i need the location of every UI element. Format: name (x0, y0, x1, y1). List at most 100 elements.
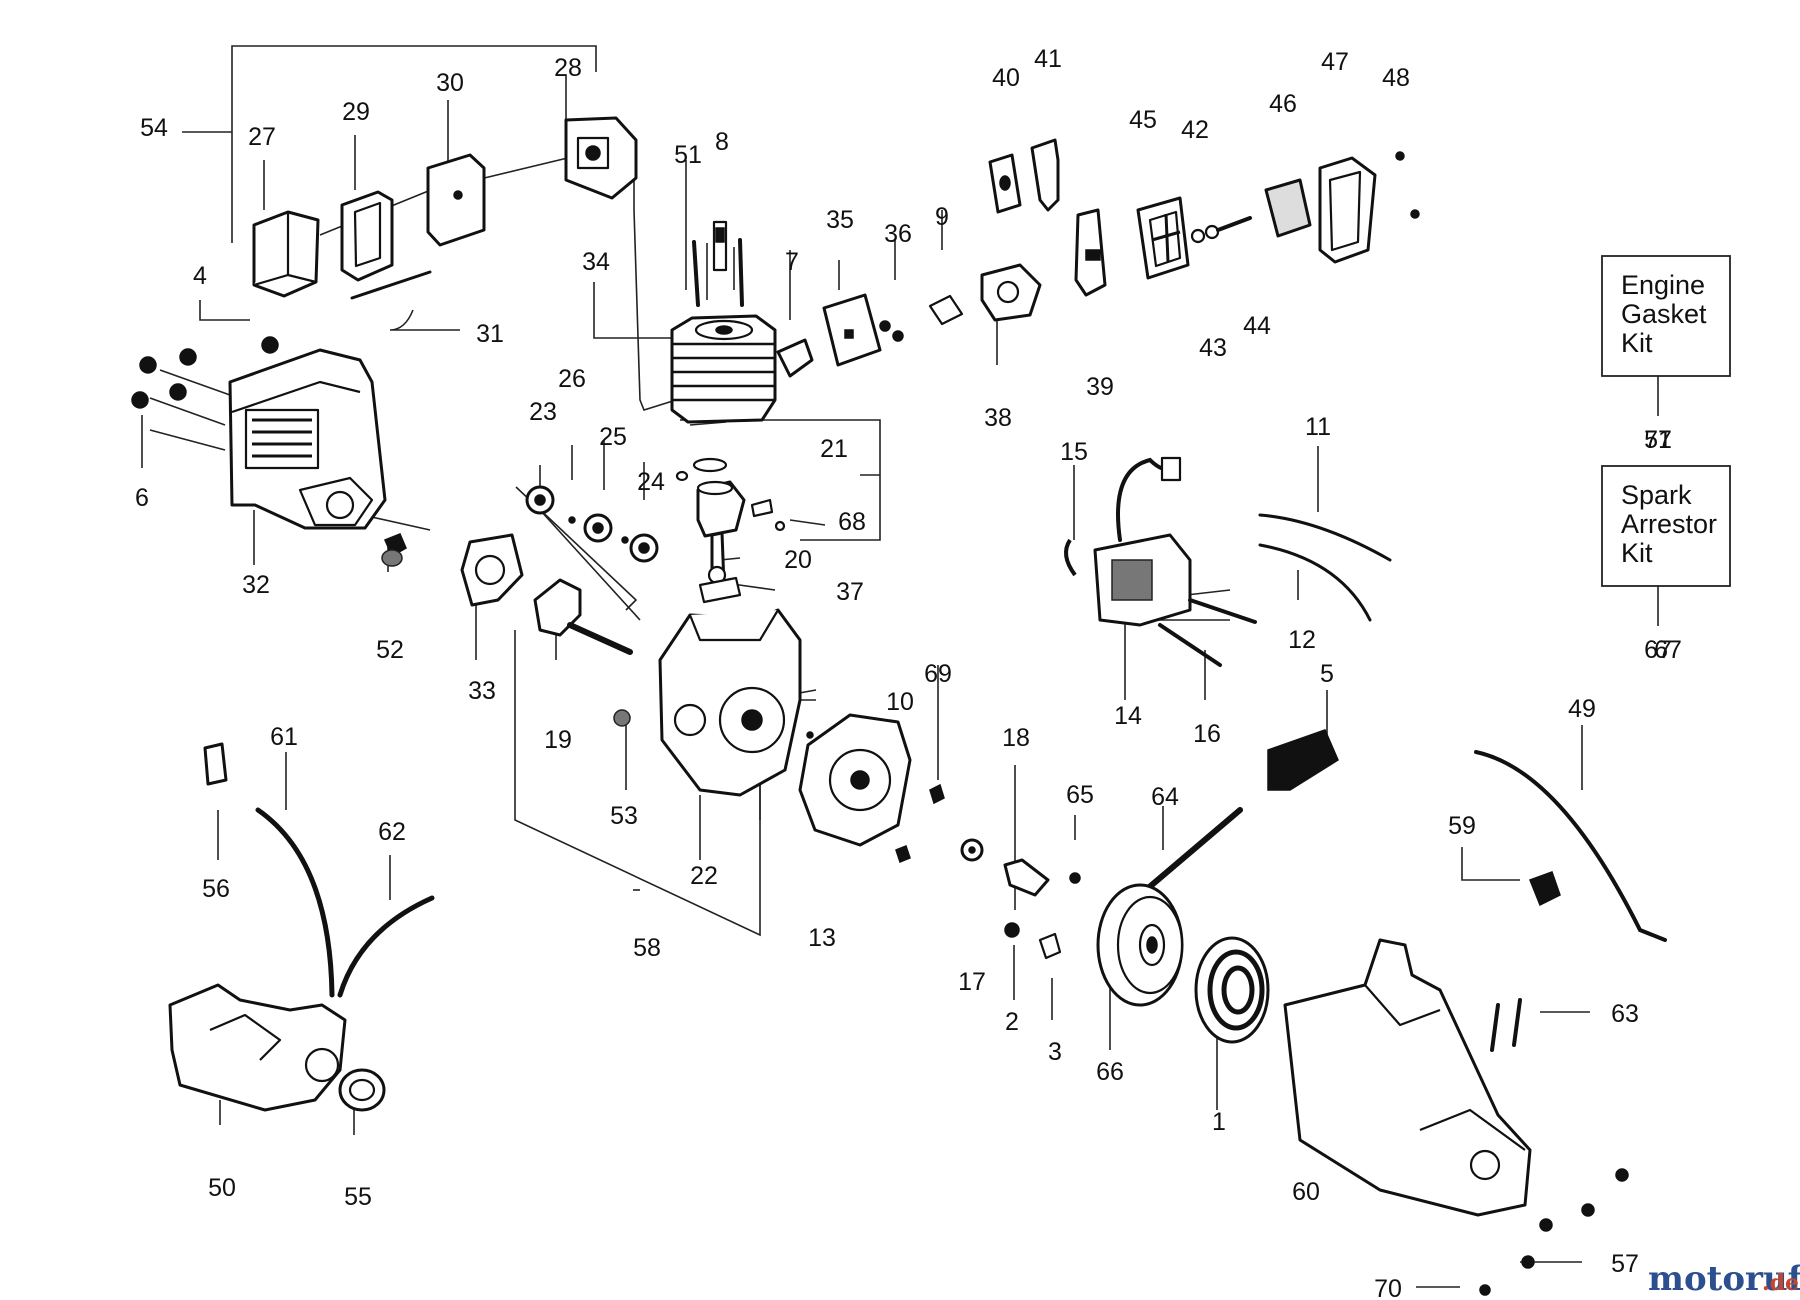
part-label: 67 (1654, 636, 1682, 664)
part-label: 50 (208, 1174, 236, 1202)
part-label: 19 (544, 726, 572, 754)
part-label: 70 (1374, 1275, 1402, 1300)
part-label: 44 (1243, 312, 1271, 340)
fuel-cap-part (338, 1068, 386, 1112)
arrestor-kit-line3: Kit (1621, 538, 1653, 568)
part-label: 25 (599, 423, 627, 451)
part-label: 14 (1114, 702, 1142, 730)
part-label: 18 (1002, 724, 1030, 752)
part-label: 41 (1034, 45, 1062, 73)
part-label: 16 (1193, 720, 1221, 748)
part-label: 32 (242, 571, 270, 599)
part-label: 29 (342, 98, 370, 126)
part-label: 21 (820, 435, 848, 463)
air-box-gasket-part (426, 153, 486, 247)
part-label: 7 (785, 248, 799, 276)
piston-part (696, 480, 746, 538)
part-label: 63 (1611, 1000, 1639, 1028)
kit-number-label: 67 (1644, 636, 1672, 664)
part-label: 49 (1568, 695, 1596, 723)
part-label: 48 (1382, 64, 1410, 92)
part-label: 8 (715, 128, 729, 156)
gasket-kit-line3: Kit (1621, 328, 1653, 358)
cylinder-part (670, 314, 777, 424)
part-label: 65 (1066, 781, 1094, 809)
part-label: 5 (1320, 660, 1334, 688)
part-label: 38 (984, 404, 1012, 432)
gasket-kit-line2: Gasket (1621, 299, 1707, 329)
starter-housing-part (1283, 938, 1532, 1217)
crankcase-part (658, 608, 802, 797)
part-label: 22 (690, 862, 718, 890)
watermark-logo: motoruf .de (1648, 1259, 1800, 1299)
part-label: 2 (1005, 1008, 1019, 1036)
part-label: 52 (376, 636, 404, 664)
part-label: 3 (1048, 1038, 1062, 1066)
part-label: 61 (270, 723, 298, 751)
part-label: 37 (836, 578, 864, 606)
part-label: 35 (826, 206, 854, 234)
part-label: 31 (476, 320, 504, 348)
part-label: 12 (1288, 626, 1316, 654)
part-label: 43 (1199, 334, 1227, 362)
part-label: 20 (784, 546, 812, 574)
part-label: 9 (935, 203, 949, 231)
fuel-tank-part (168, 983, 347, 1112)
engine-flange-part (798, 713, 912, 847)
gasket-kit-box: Engine Gasket Kit (1601, 255, 1731, 377)
part-label: 27 (248, 123, 276, 151)
ignition-module-part (1093, 456, 1192, 627)
part-label: 58 (633, 934, 661, 962)
gasket-kit-line1: Engine (1621, 270, 1705, 300)
part-label: 59 (1448, 812, 1476, 840)
part-label: 24 (637, 468, 665, 496)
part-label: 34 (582, 248, 610, 276)
part-label: 36 (884, 220, 912, 248)
part-label: 60 (1292, 1178, 1320, 1206)
part-label: 53 (610, 802, 638, 830)
arrestor-kit-line2: Arrestor (1621, 509, 1717, 539)
watermark-brand: motoruf (1648, 1259, 1800, 1299)
part-label: 71 (1644, 426, 1672, 454)
part-label: 57 (1611, 1250, 1639, 1278)
kit-number-label: 57 (1644, 426, 1672, 454)
parts (131, 116, 1667, 1296)
part-label: 6 (135, 484, 149, 512)
part-label: 45 (1129, 106, 1157, 134)
screws-6-part (131, 336, 279, 409)
starter-handle-part (1267, 729, 1339, 791)
part-label: 15 (1060, 438, 1088, 466)
part-label: 54 (140, 114, 168, 142)
part-label: 40 (992, 64, 1020, 92)
watermark-suffix: .de (1762, 1270, 1799, 1296)
fuel-filter-part (203, 742, 228, 786)
arrestor-kit-line1: Spark (1621, 480, 1692, 510)
recoil-spring-part (1194, 936, 1270, 1044)
part-label: 11 (1305, 413, 1331, 441)
part-label: 68 (838, 508, 866, 536)
part-label: 1 (1212, 1108, 1226, 1136)
part-label: 39 (1086, 373, 1114, 401)
engine-housing-part (228, 348, 387, 530)
part-label: 62 (378, 818, 406, 846)
screws-63-part (1490, 998, 1522, 1052)
part-label: 55 (344, 1183, 372, 1211)
starter-pulley-part (1096, 883, 1184, 1007)
part-label: 23 (529, 398, 557, 426)
part-label: 56 (202, 875, 230, 903)
part-label: 64 (1151, 783, 1179, 811)
part-label: 28 (554, 54, 582, 82)
part-label: 42 (1181, 116, 1209, 144)
part-label: 51 (674, 141, 702, 169)
part-label: 13 (808, 924, 836, 952)
leader-lines (141, 45, 1659, 1288)
part-number-labels: 1 2 3 4 5 6 7 8 9 10 11 12 13 14 15 16 1… (135, 45, 1682, 1300)
part-label: 46 (1269, 90, 1297, 118)
part-label: 26 (558, 365, 586, 393)
part-label: 10 (886, 688, 914, 716)
part-label: 69 (924, 660, 952, 688)
part-label: 47 (1321, 48, 1349, 76)
part-label: 30 (436, 69, 464, 97)
part-label: 4 (193, 262, 207, 290)
